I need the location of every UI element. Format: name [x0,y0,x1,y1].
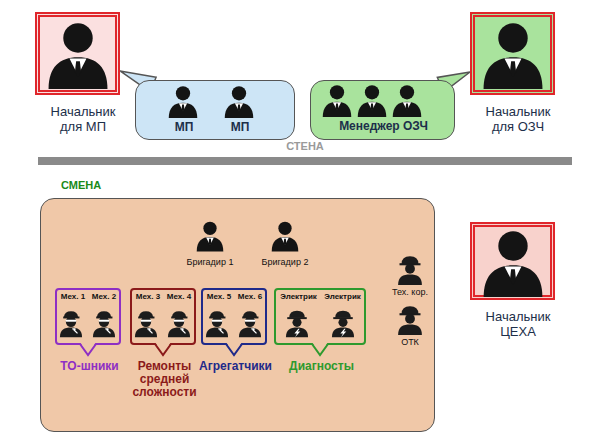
node-text: Диагносты [271,360,373,373]
node-text: Электрик [321,293,365,302]
callout-tail [226,342,242,355]
worker-icon [398,306,422,335]
callout-tail [155,342,171,355]
boss-box: Начальник ЦЕХА [470,222,555,300]
electrician-icon [286,311,308,338]
node-text: ТО-шники [42,360,138,373]
role-label: Бригадир 1 [180,257,240,267]
node-text: Менеджер ОЗЧ [311,120,456,133]
node-text: Мех. 4 [164,293,195,302]
node-text: Агрегатчики [186,360,286,373]
callout-tail [226,344,242,355]
mechanic-icon [135,311,157,337]
person-icon [225,86,254,118]
node-text: Начальник для МП [38,105,128,134]
person-icon [197,222,224,252]
mechanic-icon [93,311,115,337]
node-text: Начальник для ОЗЧ [473,105,563,134]
wall-band: СТЕНА [38,157,572,165]
mechanic-icon [239,311,261,337]
boss-box: Начальник для МП [35,12,120,95]
speech-bubble: МП МП [135,80,295,140]
node-text: Начальник ЦЕХА [473,310,563,339]
callout-tail [312,344,328,355]
callout-tail [155,344,171,355]
role-label: Тех. кор. [383,287,437,297]
team-box: Мех. 3Мех. 4Ремонты средней сложности [130,288,196,345]
callout-tail [312,342,328,355]
node-text: МП [220,121,260,134]
boss-icon [484,231,543,297]
person-icon [272,222,299,252]
team-box: Мех. 5Мех. 6Агрегатчики [201,288,267,345]
mechanic-icon [60,311,82,337]
callout-tail [80,344,96,355]
shift-area: Мех. 1Мех. 2ТО-шникиМех. 3Мех. 4Ремонты … [40,198,435,432]
node-text: Мех. 2 [89,293,120,302]
node-text: Ремонты средней сложности [125,360,205,400]
node-text: СМЕНА [61,179,131,191]
mechanic-icon [206,311,228,337]
role-label: ОТК [383,337,437,347]
role-label: Бригадир 2 [255,257,315,267]
electrician-icon [332,311,354,338]
node-text: Мех. 1 [58,293,89,302]
team-box: ЭлектрикЭлектрикДиагносты [274,288,366,345]
team-box: Мех. 1Мех. 2ТО-шники [55,288,121,345]
mechanic-icon [168,311,190,337]
person-icon [169,86,198,118]
boss-box: Начальник для ОЗЧ [470,12,555,95]
node-text: Мех. 6 [235,293,266,302]
callout-tail [80,342,96,355]
node-text: Мех. 5 [204,293,235,302]
node-text: Мех. 3 [133,293,164,302]
person-icon [358,85,387,117]
node-text: МП [164,121,204,134]
boss-icon [49,23,108,89]
boss-icon [484,23,543,89]
node-text: Электрик [277,293,321,302]
worker-icon [398,256,422,285]
speech-bubble: Менеджер ОЗЧ [310,80,455,140]
person-icon [323,85,352,117]
person-icon [393,85,422,117]
node-text: СТЕНА [38,140,572,152]
